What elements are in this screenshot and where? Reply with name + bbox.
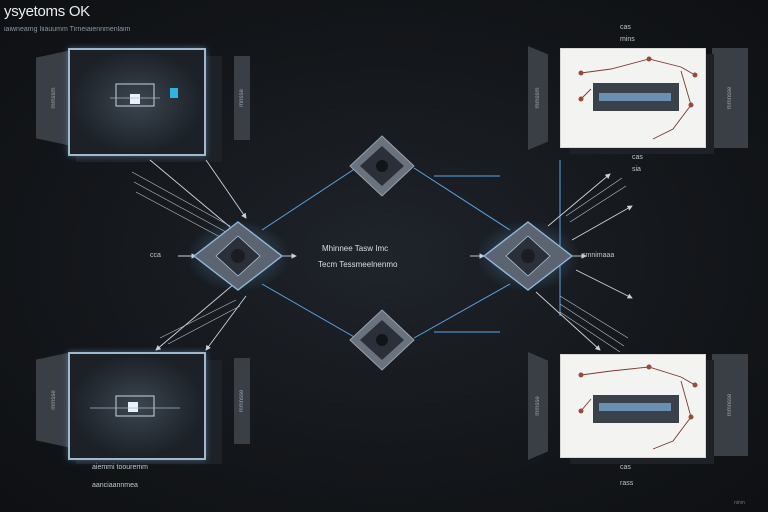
- device-icon: [90, 395, 180, 417]
- left-bottom-caption-1: aiemmi toouremm: [92, 464, 149, 471]
- left-side-label: cca: [150, 252, 161, 259]
- panel-bottom-left: [68, 352, 206, 460]
- tag-top-right-outer: mmssm: [528, 46, 548, 150]
- right-mid-code-2: sia: [632, 166, 641, 173]
- hub-node-left: [186, 220, 290, 292]
- diagram-title: ysyetoms OK: [4, 3, 90, 20]
- tag-bottom-right-outer: mmsse: [528, 352, 548, 460]
- right-bottom-code-1: cas: [620, 464, 631, 471]
- right-bottom-code-2: rass: [620, 480, 634, 487]
- node-top-center: [349, 135, 415, 197]
- left-bottom-caption-2: aanciaannmea: [92, 482, 138, 489]
- tag-bottom-left-inner: mmnsse: [234, 358, 250, 444]
- white-links: [149, 159, 633, 351]
- tag-top-right-inner: mmnsse: [712, 48, 748, 148]
- panel-top-left: [68, 48, 206, 156]
- device-icon: [110, 83, 178, 107]
- panel-top-right: [560, 48, 706, 148]
- center-label-line1: Mhinnee Tasw Imc: [322, 244, 389, 253]
- right-top-code-2: mins: [620, 36, 635, 43]
- tag-bottom-left-outer: mmsse: [36, 352, 72, 448]
- center-label-line2: Tecm Tessmeelnenmo: [318, 260, 398, 269]
- tag-bottom-right-inner: mmnsse: [712, 354, 748, 456]
- tag-top-left-outer: mmssm: [36, 50, 72, 146]
- diagram-subtitle: iaiwneamg Iiiauumm Tirneiaiennmenlaim: [4, 26, 131, 33]
- right-mid-code-1: cas: [632, 154, 643, 161]
- right-top-code-1: cas: [620, 24, 631, 31]
- right-side-label: cmnimaaa: [582, 252, 615, 259]
- hatch-bands: [131, 171, 629, 353]
- panel-bottom-right: [560, 354, 706, 458]
- tag-top-left-inner: mnsse: [234, 56, 250, 140]
- hub-node-right: [476, 220, 580, 292]
- corner-mark: ninm: [734, 500, 745, 506]
- circuit-diagram: [578, 364, 698, 450]
- node-bottom-center: [349, 309, 415, 371]
- blue-links: [261, 160, 561, 339]
- circuit-diagram: [578, 56, 698, 140]
